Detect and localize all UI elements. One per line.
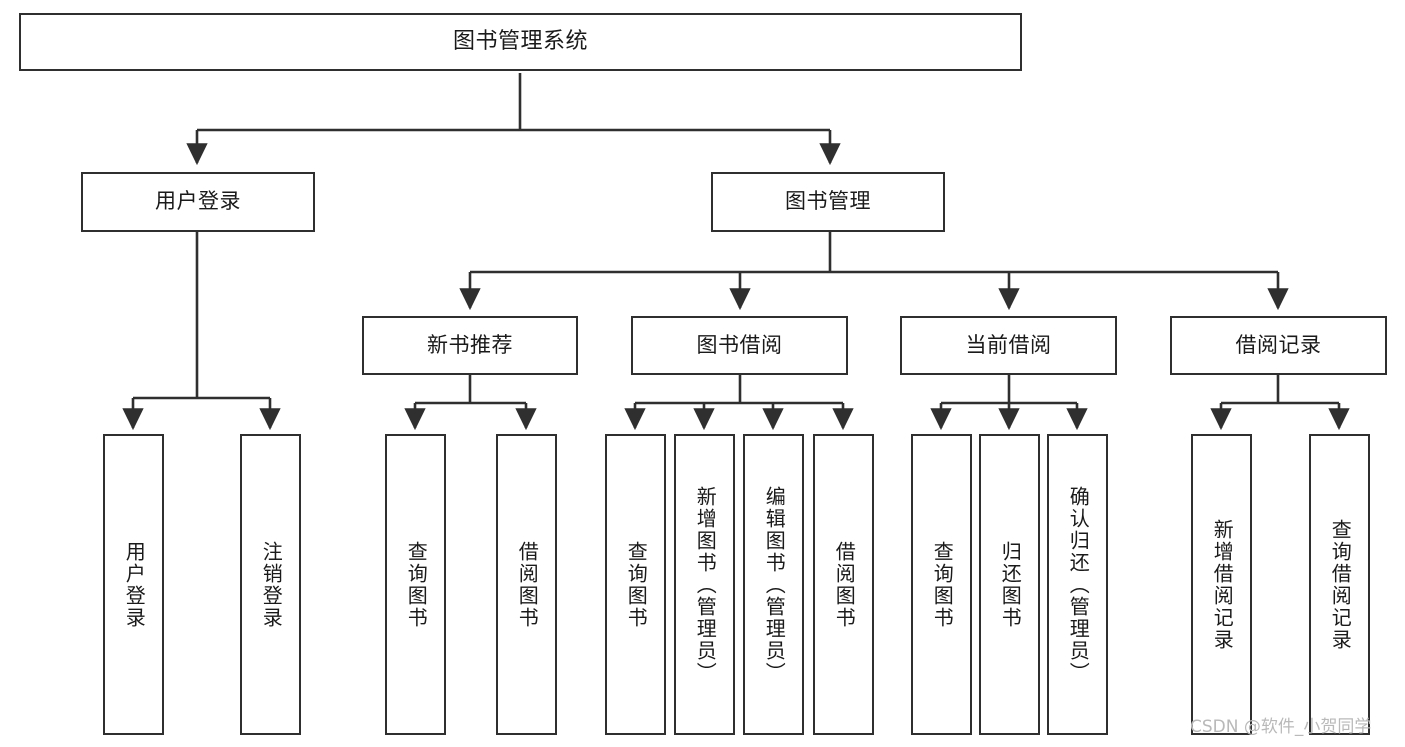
node-label: 图书管理系统 — [452, 28, 588, 54]
node-book-management-system[interactable]: 图书管理系统 — [19, 13, 1022, 71]
node-label: 新书推荐 — [427, 332, 513, 357]
leaf-new-book-borrow[interactable]: 借阅图书 — [496, 434, 557, 735]
node-label: 查询图书 — [624, 540, 649, 629]
leaf-current-return-book[interactable]: 归还图书 — [979, 434, 1040, 735]
leaf-borrow-edit-book[interactable]: 编辑图书（管理员） — [743, 434, 804, 735]
csdn-watermark: CSDN @软件_小贺同学 — [1190, 717, 1372, 737]
leaf-user-login-login[interactable]: 用户登录 — [103, 434, 164, 735]
node-user-login[interactable]: 用户登录 — [81, 172, 315, 232]
node-label: 借阅图书 — [515, 540, 540, 629]
node-label: 编辑图书（管理员） — [762, 485, 787, 684]
leaf-borrow-add-book[interactable]: 新增图书（管理员） — [674, 434, 735, 735]
node-label: 新增图书（管理员） — [693, 485, 718, 684]
leaf-user-login-logout[interactable]: 注销登录 — [240, 434, 301, 735]
node-label: 查询图书 — [930, 540, 955, 629]
node-label: 确认归还（管理员） — [1066, 485, 1091, 684]
node-label: 图书管理 — [785, 189, 871, 214]
node-label: 图书借阅 — [696, 332, 783, 357]
node-label: 查询图书 — [404, 540, 429, 629]
node-label: 归还图书 — [998, 540, 1023, 629]
node-label: 借阅记录 — [1235, 332, 1322, 357]
node-borrow-records[interactable]: 借阅记录 — [1170, 316, 1387, 375]
leaf-borrow-borrow-book[interactable]: 借阅图书 — [813, 434, 874, 735]
node-new-book-recommend[interactable]: 新书推荐 — [362, 316, 578, 375]
leaf-current-query-book[interactable]: 查询图书 — [911, 434, 972, 735]
node-label: 用户登录 — [155, 189, 241, 214]
leaf-records-query-record[interactable]: 查询借阅记录 — [1309, 434, 1370, 735]
node-label: 新增借阅记录 — [1210, 518, 1235, 651]
node-label: 用户登录 — [122, 540, 147, 629]
leaf-new-book-query[interactable]: 查询图书 — [385, 434, 446, 735]
node-label: 当前借阅 — [965, 332, 1052, 357]
node-label: 查询借阅记录 — [1328, 518, 1353, 651]
leaf-records-add-record[interactable]: 新增借阅记录 — [1191, 434, 1252, 735]
node-book-management[interactable]: 图书管理 — [711, 172, 945, 232]
node-current-borrow[interactable]: 当前借阅 — [900, 316, 1117, 375]
node-book-borrow[interactable]: 图书借阅 — [631, 316, 848, 375]
node-label: 注销登录 — [259, 540, 284, 629]
leaf-current-confirm-return[interactable]: 确认归还（管理员） — [1047, 434, 1108, 735]
node-label: 借阅图书 — [832, 540, 857, 629]
leaf-borrow-query-book[interactable]: 查询图书 — [605, 434, 666, 735]
